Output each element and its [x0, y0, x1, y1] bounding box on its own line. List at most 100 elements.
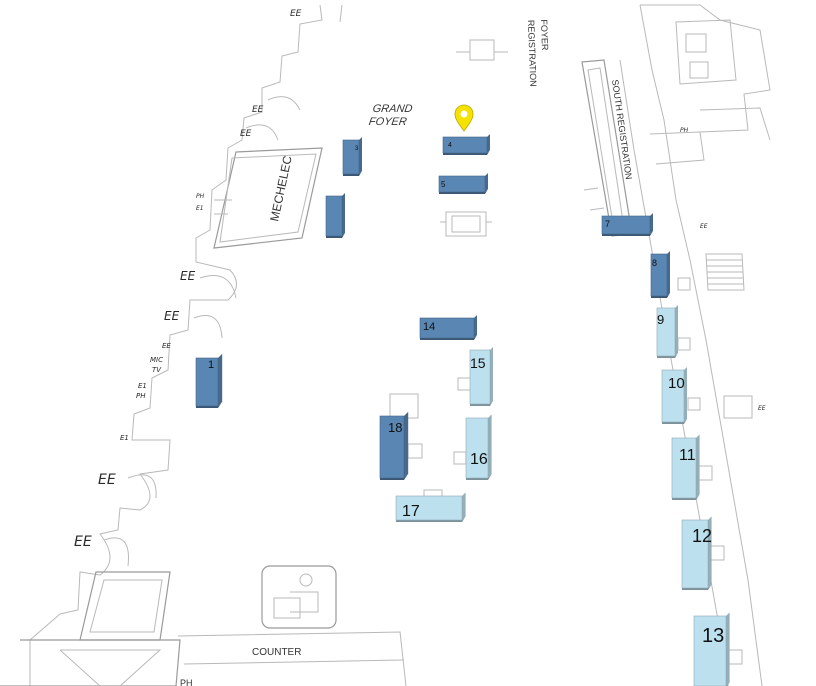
booth-face: [469, 349, 491, 405]
booth-number: 15: [470, 355, 486, 371]
booth-8[interactable]: 8: [650, 251, 670, 298]
booth-17[interactable]: 17: [395, 492, 466, 522]
area-label-counter: COUNTER: [252, 647, 301, 658]
booth-edge: [326, 233, 345, 238]
booth-face: [661, 369, 685, 423]
utility-labels: EE EE EE EE EE EE EE EE EE EE MIC TV E1 …: [74, 9, 766, 550]
booth-side: [490, 347, 493, 404]
booth-face: [442, 136, 488, 154]
booth-number: 17: [402, 503, 420, 520]
booth-5[interactable]: 5: [438, 173, 488, 194]
booth-side: [675, 305, 678, 356]
booth-edge: [420, 335, 477, 340]
booth-number: 13: [702, 625, 724, 647]
booth-face: [650, 253, 668, 297]
booth-edge: [657, 353, 678, 358]
booth-number: 14: [423, 321, 435, 333]
booth-side: [474, 315, 477, 338]
booth-14[interactable]: 14: [419, 315, 477, 340]
ee-label: EE: [240, 129, 252, 139]
booth-edge: [651, 293, 670, 298]
booth-12[interactable]: 12: [681, 516, 712, 590]
booth-number: 7: [605, 219, 610, 229]
booth-number: 3: [355, 146, 359, 152]
ph-label: PH: [680, 127, 689, 134]
booth-edge: [343, 171, 362, 176]
booth-face: [342, 139, 360, 175]
booth-mech-a[interactable]: [325, 193, 345, 238]
booth-10[interactable]: 10: [661, 367, 687, 424]
booth-face: [325, 195, 343, 237]
booth-number: 10: [668, 375, 685, 392]
booth-edge: [439, 189, 488, 194]
area-label-registration-foyer: REGISTRATION FOYER: [526, 19, 551, 89]
booth-side: [696, 434, 700, 498]
booth-edge: [672, 494, 700, 500]
area-label-grand-foyer: GRAND FOYER: [368, 103, 416, 128]
booth-edge: [396, 516, 466, 522]
information-counter-icon: [261, 565, 337, 629]
booth-15[interactable]: 15: [469, 347, 493, 406]
booth-11[interactable]: 11: [671, 434, 700, 500]
booth-edge: [662, 419, 687, 424]
booth-18[interactable]: 18: [379, 411, 409, 480]
booth-face: [465, 417, 489, 479]
booth-face: [656, 307, 676, 357]
booth-edge: [196, 401, 223, 408]
map-pin-icon[interactable]: [454, 104, 474, 132]
booth-face: [395, 495, 463, 521]
booth-7[interactable]: 7: [601, 213, 653, 236]
booth-number: 16: [470, 451, 488, 468]
booth-side: [359, 137, 362, 174]
booth-side: [650, 213, 653, 234]
booth-number: 9: [657, 312, 664, 327]
booth-face: [379, 415, 405, 479]
booth-side: [667, 251, 670, 296]
ee-label: EE: [290, 9, 302, 19]
booth-side: [708, 516, 712, 588]
booth-side: [726, 612, 730, 686]
booth-edge: [470, 401, 493, 406]
e1-label: E1: [196, 205, 204, 212]
booth-side: [462, 492, 466, 520]
area-label-ph-bottom: PH: [180, 678, 193, 686]
booth-face: [419, 317, 475, 339]
booth-edge: [443, 150, 490, 155]
booth-number: 18: [388, 420, 402, 435]
booth-face: [601, 215, 651, 235]
booth-number: 4: [448, 142, 452, 149]
area-labels: GRAND FOYER REGISTRATION FOYER SOUTH REG…: [180, 19, 634, 686]
booth-side: [404, 411, 409, 478]
booth-edge: [602, 231, 653, 236]
stairs: [705, 253, 745, 291]
booth-1[interactable]: 1: [195, 353, 223, 408]
booth-face: [195, 357, 219, 407]
ee-label: EE: [162, 342, 171, 350]
ee-label: EE: [180, 269, 196, 283]
booth-3[interactable]: 3: [342, 137, 362, 176]
ee-label: EE: [700, 223, 708, 230]
booth-edge: [682, 584, 712, 590]
booth-4[interactable]: 4: [442, 134, 490, 155]
booth-edge: [466, 474, 492, 480]
booth-number: 5: [441, 180, 446, 189]
booth-side: [342, 193, 345, 236]
booth-side: [485, 173, 488, 192]
ee-label: EE: [252, 105, 264, 115]
area-label-mechelec: MECHELEC: [267, 154, 295, 222]
booth-edge: [380, 473, 409, 480]
mic-tv-label: MIC TV: [150, 356, 165, 374]
booth-face: [693, 615, 727, 686]
booth-9[interactable]: 9: [656, 305, 678, 358]
ee-label: EE: [164, 309, 180, 323]
booth-13[interactable]: 13: [693, 612, 730, 686]
ph-label: PH: [136, 392, 146, 400]
booth-side: [488, 414, 492, 478]
e1-label: E1: [120, 434, 129, 442]
booth-16[interactable]: 16: [465, 414, 492, 480]
ee-label: EE: [74, 534, 92, 550]
booth-side: [684, 367, 687, 422]
